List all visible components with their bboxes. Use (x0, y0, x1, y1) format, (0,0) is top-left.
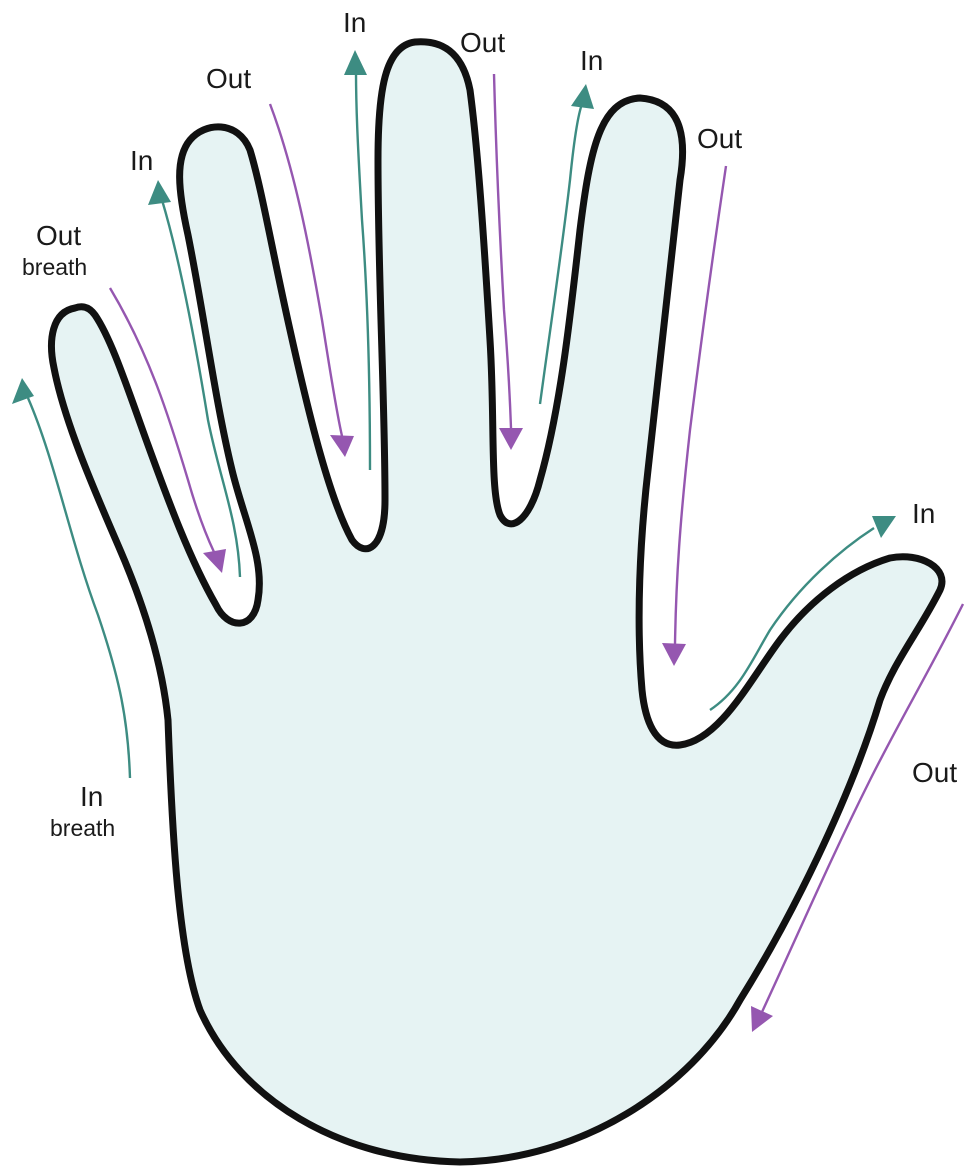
middle-in-arrow-head (344, 50, 367, 75)
ring-in-arrow-head (571, 84, 594, 109)
index-out-label: Out (206, 63, 251, 94)
ring-out-label: Out (697, 123, 742, 154)
in-breath-arrow-head (12, 378, 34, 404)
out-breath-sublabel: breath (22, 254, 87, 280)
out-breath-arrow-head (203, 549, 226, 573)
out-breath-label: Out (36, 220, 81, 251)
middle-out-arrow-head (499, 428, 523, 450)
index-in-arrow-head (148, 180, 171, 205)
middle-out-label: Out (460, 27, 505, 58)
hand-outline (52, 42, 942, 1162)
middle-in-arrow-line (356, 72, 370, 470)
in-breath-sublabel: breath (50, 815, 115, 841)
ring-out-arrow-head (662, 643, 686, 666)
thumb-out-label: Out (912, 757, 957, 788)
index-in-label: In (130, 145, 153, 176)
in-breath-label: In (80, 781, 103, 812)
thumb-in-arrow-head (872, 516, 896, 538)
middle-in-label: In (343, 7, 366, 38)
thumb-in-label: In (912, 498, 935, 529)
index-out-arrow-head (330, 435, 354, 457)
ring-out-arrow-line (675, 166, 726, 644)
middle-out-arrow-line (494, 74, 511, 428)
ring-in-label: In (580, 45, 603, 76)
